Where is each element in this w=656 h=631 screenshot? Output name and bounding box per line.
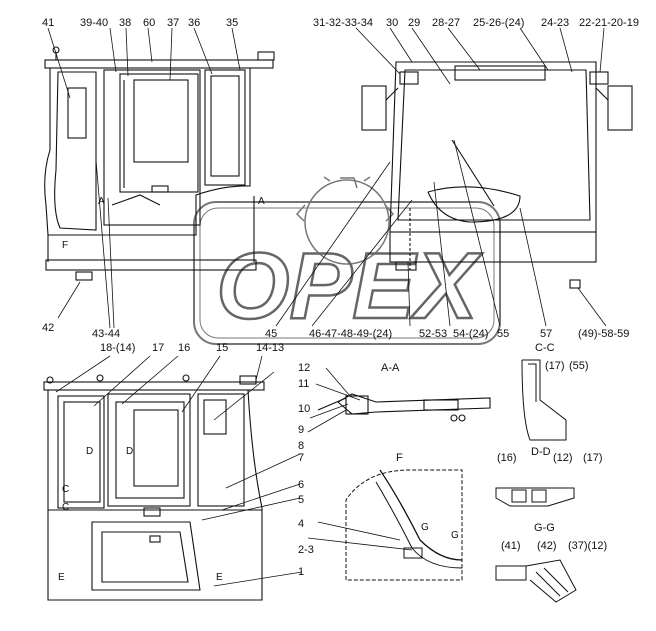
label-46-49-24: 46-47-48-49-(24) <box>309 328 393 340</box>
label-52-53: 52-53 <box>419 328 448 340</box>
section-title-d-d: D-D <box>531 446 551 458</box>
label-31-34: 31-32-33-34 <box>313 17 373 29</box>
label-22-19: 22-21-20-19 <box>579 17 639 29</box>
section-marker-g-top: G <box>421 522 429 533</box>
label-29: 29 <box>408 17 421 29</box>
label-7: 7 <box>298 452 305 464</box>
section-marker-e-right: E <box>216 572 223 583</box>
section-marker-c-top: C <box>62 484 70 495</box>
section-marker-e-left: E <box>58 572 65 583</box>
section-marker-d-left: D <box>86 446 94 457</box>
section-g-g-ref-37-12: (37)(12) <box>568 540 608 552</box>
label-15: 15 <box>216 342 229 354</box>
watermark-text: OPEX <box>216 233 483 338</box>
label-55: 55 <box>497 328 510 340</box>
section-d-d-ref-17: (17) <box>583 452 603 464</box>
label-24-23: 24-23 <box>541 17 570 29</box>
label-60: 60 <box>143 17 156 29</box>
label-37: 37 <box>167 17 180 29</box>
label-43-44: 43-44 <box>92 328 121 340</box>
label-36: 36 <box>188 17 201 29</box>
section-marker-g-side: G <box>451 530 459 541</box>
label-57: 57 <box>540 328 553 340</box>
label-1: 1 <box>298 566 305 578</box>
section-marker-d-right: D <box>126 446 134 457</box>
label-30: 30 <box>386 17 399 29</box>
label-25-26-24: 25-26-(24) <box>473 17 525 29</box>
label-11: 11 <box>298 378 310 390</box>
label-28-27: 28-27 <box>432 17 461 29</box>
label-6: 6 <box>298 479 305 491</box>
label-41: 41 <box>42 17 55 29</box>
section-d-d-ref-12: (12) <box>553 452 573 464</box>
cab-front-view-bottom-left <box>43 355 303 601</box>
label-17: 17 <box>152 342 165 354</box>
section-marker-a-right: A <box>258 196 265 207</box>
section-d-d <box>495 487 575 507</box>
label-49-58-59: (49)-58-59 <box>578 328 630 340</box>
label-5: 5 <box>298 494 305 506</box>
section-c-c-ref-17: (17) <box>545 360 565 372</box>
section-title-f: F <box>396 452 403 464</box>
section-title-g-g: G-G <box>534 522 555 534</box>
label-10: 10 <box>298 403 311 415</box>
label-35: 35 <box>226 17 239 29</box>
label-8: 8 <box>298 440 305 452</box>
section-d-d-ref-16: (16) <box>497 452 517 464</box>
cab-side-view-top-left <box>44 27 275 329</box>
section-a-a-wiper <box>307 367 491 433</box>
label-2-3: 2-3 <box>298 544 314 556</box>
label-45: 45 <box>265 328 278 340</box>
section-c-c-ref-55: (55) <box>569 360 589 372</box>
section-marker-c-bottom: C <box>62 502 70 513</box>
section-g-g-ref-42: (42) <box>537 540 557 552</box>
section-g-g <box>495 559 577 603</box>
label-12: 12 <box>298 362 311 374</box>
label-9: 9 <box>298 424 305 436</box>
section-c-c <box>521 359 567 441</box>
section-title-a-a: A-A <box>381 362 400 374</box>
label-18-14: 18-(14) <box>100 342 136 354</box>
section-g-g-ref-41: (41) <box>501 540 521 552</box>
label-38: 38 <box>119 17 132 29</box>
section-title-c-c: C-C <box>535 342 555 354</box>
section-marker-f: F <box>62 240 69 251</box>
cab-rear-view-top-right <box>275 27 633 327</box>
label-4: 4 <box>298 518 305 530</box>
label-42: 42 <box>42 322 55 334</box>
label-16: 16 <box>178 342 191 354</box>
section-f-detail <box>307 469 463 581</box>
label-14-13: 14-13 <box>256 342 285 354</box>
label-54-24: 54-(24) <box>453 328 489 340</box>
label-39-40: 39-40 <box>80 17 109 29</box>
section-marker-a-left: A <box>98 196 105 207</box>
watermark-logo: OPEX <box>193 176 501 345</box>
